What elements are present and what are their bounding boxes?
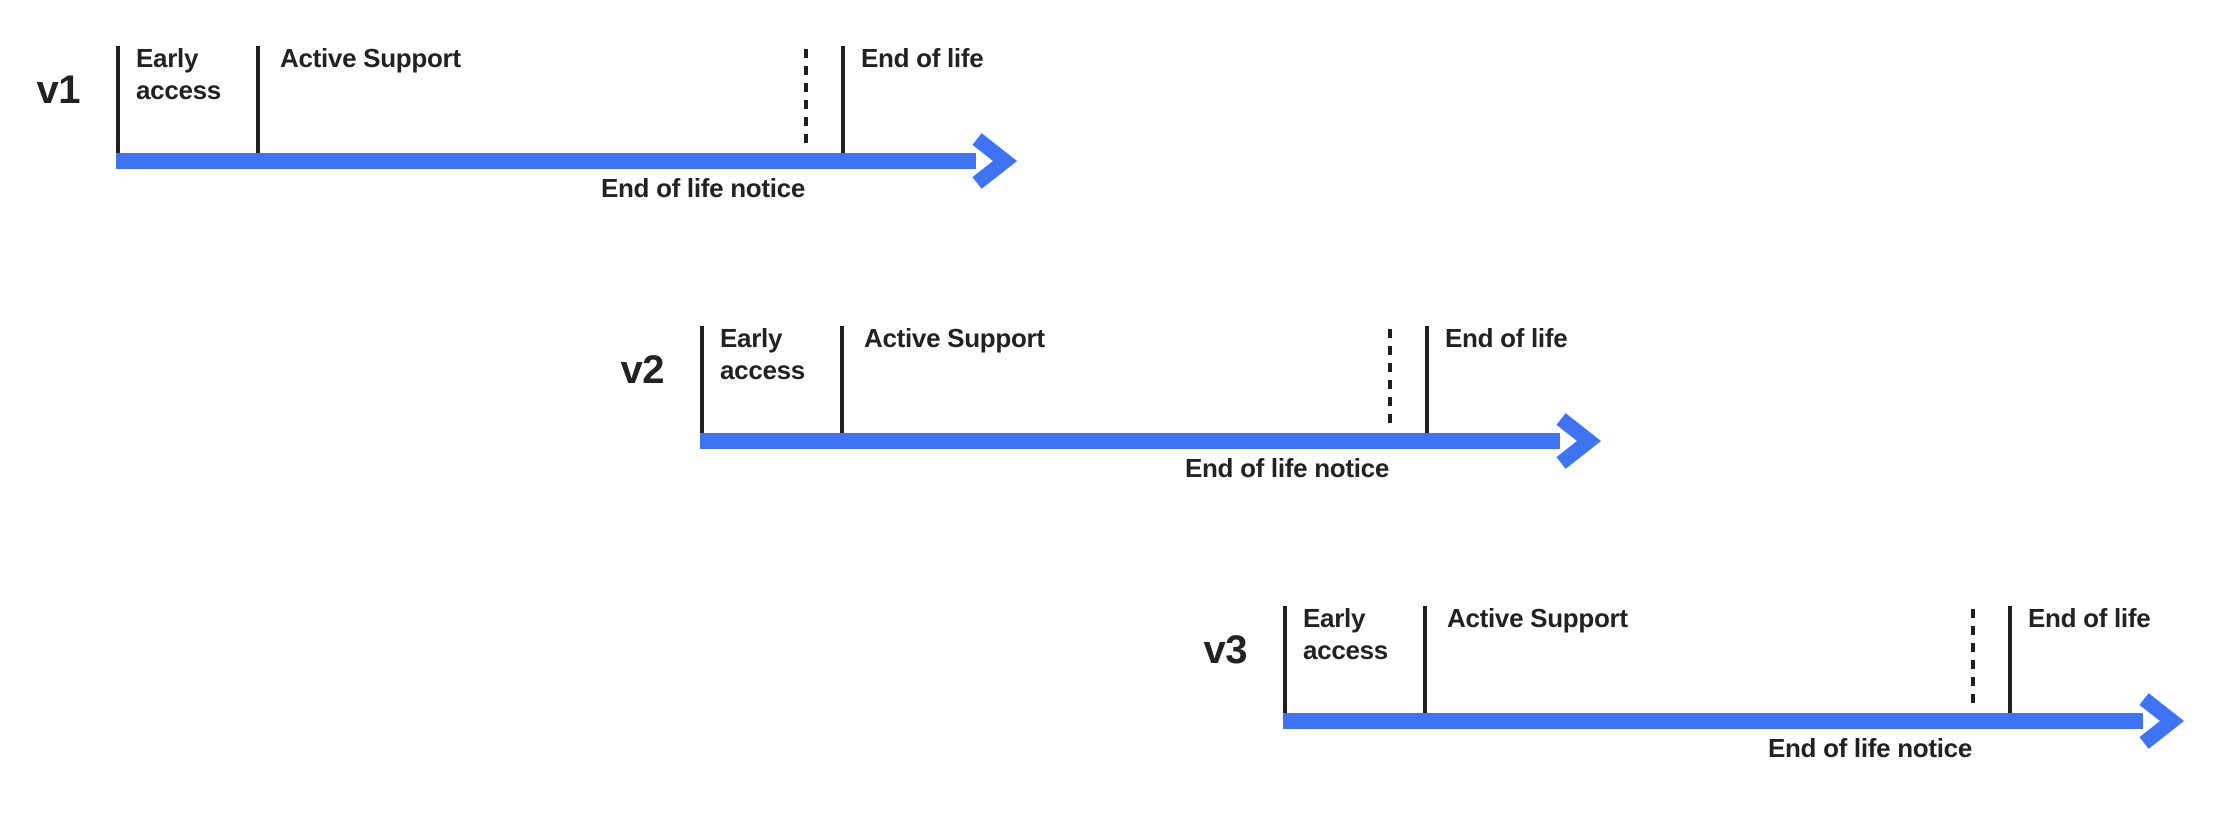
- tick-active-support: [840, 326, 844, 433]
- active-support-label: Active Support: [280, 43, 461, 73]
- end-of-life-label: End of life: [1445, 323, 1568, 353]
- tick-end-of-life: [2008, 606, 2012, 713]
- arrow-head-icon: [1556, 413, 1602, 469]
- active-support-label: Active Support: [1447, 603, 1628, 633]
- end-of-life-notice-label: End of life notice: [1767, 733, 1972, 763]
- version-label: v2: [620, 348, 665, 392]
- tick-early-access: [700, 326, 704, 433]
- dashed-eol-notice-line: [804, 49, 808, 151]
- timeline-arrow-bar: [1283, 713, 2143, 729]
- early-access-label: Early access: [720, 323, 805, 385]
- timeline-v3: v3 Early access Active Support End of li…: [1204, 603, 2228, 826]
- end-of-life-notice-label: End of life notice: [1184, 453, 1389, 483]
- tick-early-access: [116, 46, 120, 153]
- dashed-eol-notice-line: [1971, 609, 1975, 711]
- arrow-head-icon: [2139, 693, 2185, 749]
- end-of-life-label: End of life: [861, 43, 984, 73]
- end-of-life-label: End of life: [2028, 603, 2151, 633]
- active-support-label: Active Support: [864, 323, 1045, 353]
- tick-end-of-life: [841, 46, 845, 153]
- tick-active-support: [1423, 606, 1427, 713]
- tick-early-access: [1283, 606, 1287, 713]
- tick-active-support: [256, 46, 260, 153]
- tick-end-of-life: [1425, 326, 1429, 433]
- dashed-eol-notice-line: [1388, 329, 1392, 431]
- timeline-v2: v2 Early access Active Support End of li…: [621, 323, 1702, 546]
- version-label: v1: [36, 68, 81, 112]
- version-label: v3: [1203, 628, 1248, 672]
- end-of-life-notice-label: End of life notice: [600, 173, 805, 203]
- timeline-v1: v1 Early access Active Support End of li…: [37, 43, 1118, 266]
- timeline-arrow-bar: [116, 153, 976, 169]
- early-access-label: Early access: [1303, 603, 1388, 665]
- timeline-arrow-bar: [700, 433, 1560, 449]
- arrow-head-icon: [972, 133, 1018, 189]
- early-access-label: Early access: [136, 43, 221, 105]
